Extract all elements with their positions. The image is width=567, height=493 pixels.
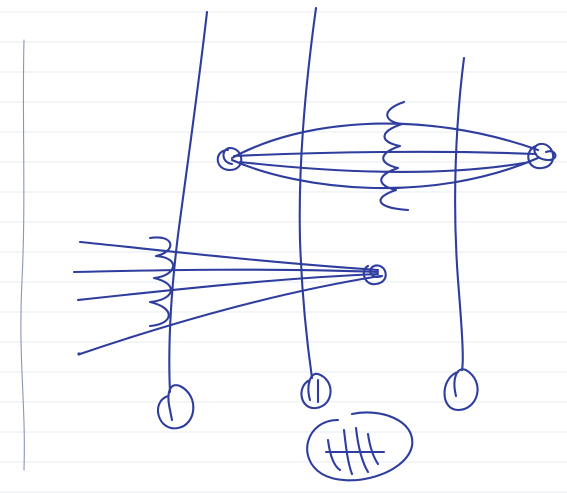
ink-dot bbox=[77, 352, 80, 355]
